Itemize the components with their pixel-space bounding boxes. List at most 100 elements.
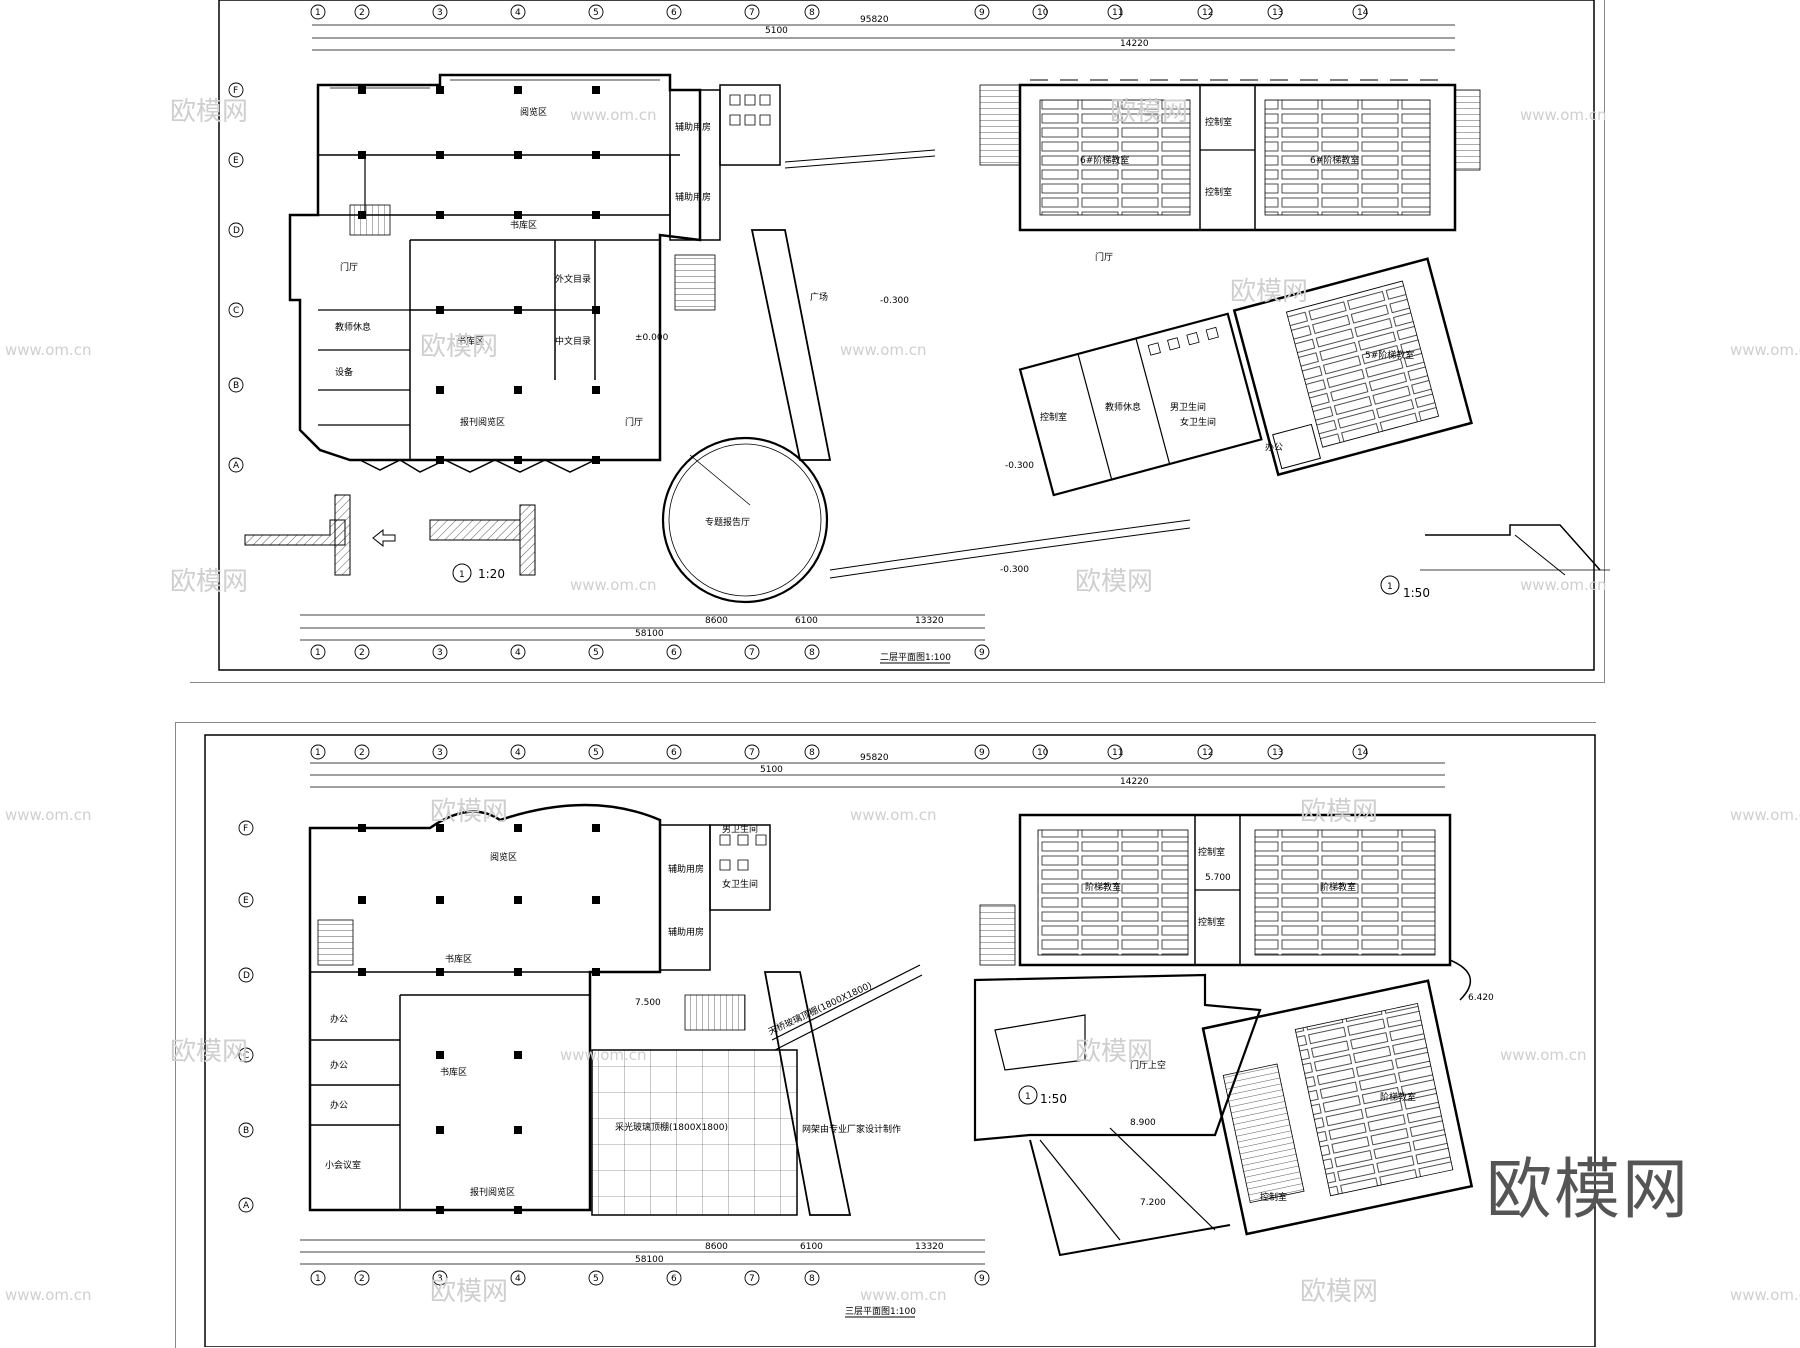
axis-label: 7 (749, 1274, 755, 1284)
structural-column (358, 151, 366, 159)
axis-bubble (238, 892, 254, 908)
axis-label: F (233, 86, 238, 96)
dim-top-a-3f: 14220 (1120, 777, 1149, 787)
axis-bubble (666, 4, 682, 20)
room-periodical-3f: 报刊阅览区 (470, 1186, 515, 1198)
dim-bottom-total-3f: 58100 (635, 1255, 664, 1265)
level-minus-0a: -0.300 (1000, 565, 1029, 575)
axis-label: 11 (1112, 8, 1123, 18)
axis-bubble (228, 302, 244, 318)
axis-label: 10 (1037, 8, 1049, 18)
axis-bubble (238, 1122, 254, 1138)
structural-column (436, 306, 444, 314)
watermark-domain: www.om.cn (5, 806, 92, 824)
structural-column (358, 968, 366, 976)
structural-column (514, 1206, 522, 1214)
structural-column (514, 896, 522, 904)
structural-column (514, 211, 522, 219)
structural-column (592, 824, 600, 832)
detail-scale-3f: 1:50 (1040, 1092, 1067, 1106)
skylight-grid (591, 1049, 798, 1216)
top-dimension-lines (312, 24, 1455, 51)
dim-top-c: 5100 (765, 26, 788, 36)
plan-title-3f: 三层平面图1:100 (845, 1306, 916, 1317)
dim-bottom-a: 8600 (705, 616, 728, 626)
axis-bubble (310, 744, 326, 760)
watermark-logo: 欧模网 (1110, 97, 1188, 127)
room-wc-f: 女卫生间 (1180, 416, 1216, 428)
structural-column (436, 968, 444, 976)
axis-label: 2 (359, 648, 365, 658)
dim-bottom-b-3f: 6100 (800, 1242, 823, 1252)
axis-bubble (310, 644, 326, 660)
watermark-domain: www.om.cn (570, 106, 657, 124)
room-book2-2f: 书库区 (457, 335, 484, 347)
dim-bottom-total: 58100 (635, 629, 664, 639)
axis-bubble (1032, 4, 1048, 20)
room-control-a: 控制室 (1205, 116, 1232, 128)
axis-bubble (974, 744, 990, 760)
dim-bottom-a-3f: 8600 (705, 1242, 728, 1252)
axis-bubble (354, 4, 370, 20)
room-equip-2f: 设备 (335, 366, 353, 378)
axis-label: D (243, 971, 250, 981)
level-3f-c: 8.900 (1130, 1118, 1156, 1128)
axis-bubble (804, 744, 820, 760)
room-meeting-3f: 小会议室 (325, 1159, 361, 1171)
axis-label: 2 (359, 1274, 365, 1284)
watermark-logo: 欧模网 (420, 332, 498, 362)
axis-label: 11 (1112, 748, 1123, 758)
watermark-logo: 欧模网 (1300, 1277, 1378, 1307)
axis-label: D (233, 226, 240, 236)
sheet1-frame (218, 0, 1595, 671)
axis-bubble (238, 1197, 254, 1213)
axis-label: 6 (671, 1274, 677, 1284)
axis-label: 6 (671, 8, 677, 18)
axis-bubble (510, 4, 526, 20)
axis-bubble (228, 152, 244, 168)
room-hall: 专题报告厅 (705, 516, 750, 528)
watermark-domain: www.om.cn (1520, 576, 1607, 594)
watermark-domain: www.om.cn (5, 1286, 92, 1304)
room-aux2-2f: 辅助用房 (675, 191, 711, 203)
teaching-wing-2f (979, 79, 1481, 232)
level-3f-d: 5.700 (1205, 873, 1231, 883)
room-lecture-b: 6#阶梯教室 (1310, 154, 1359, 166)
axis-bubble (432, 1270, 448, 1286)
axis-label: 1 (315, 8, 321, 18)
axis-label: 13 (1272, 748, 1283, 758)
axis-label: 3 (437, 8, 443, 18)
structural-column (358, 86, 366, 94)
axis-label: 9 (979, 648, 985, 658)
axis-bubble (1032, 744, 1048, 760)
axis-label: 1 (315, 748, 321, 758)
bottom-dimension-lines-3f (300, 1239, 985, 1265)
structural-column (358, 824, 366, 832)
room-book2-3f: 书库区 (440, 1066, 467, 1078)
dim-bottom-c: 13320 (915, 616, 944, 626)
section-detail-left: 1 1:20 (244, 494, 536, 583)
axis-label: 6 (671, 648, 677, 658)
structural-column (436, 1126, 444, 1134)
watermark-domain: www.om.cn (570, 576, 657, 594)
axis-label: 14 (1357, 748, 1369, 758)
axis-bubble (228, 377, 244, 393)
room-wc-m-3f: 男卫生间 (722, 823, 758, 835)
structural-column (514, 306, 522, 314)
detail-marker-3f: 1 (1025, 1092, 1031, 1102)
level-3f-e: 6.420 (1468, 993, 1494, 1003)
axis-label: E (233, 156, 239, 166)
structural-column (514, 968, 522, 976)
room-lobby-2f: 门厅 (340, 261, 358, 273)
axis-bubble (974, 644, 990, 660)
axis-bubble (310, 1270, 326, 1286)
detail-marker-1: 1 (459, 570, 465, 580)
label-skylight: 采光玻璃顶棚(1800X1800) (615, 1121, 728, 1133)
dim-bottom-b: 6100 (795, 616, 818, 626)
axis-label: 5 (593, 8, 599, 18)
sheet2-frame (204, 734, 1596, 1347)
axis-bubble (510, 744, 526, 760)
axis-bubble (744, 644, 760, 660)
level-plus-0: ±0.000 (635, 333, 669, 343)
